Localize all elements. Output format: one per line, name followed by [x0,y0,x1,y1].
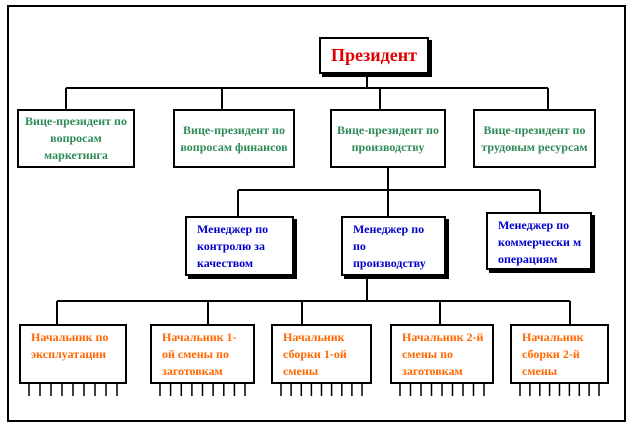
manager-commercial-label: Менеджер по коммерчески м операциям [498,218,582,266]
vp-marketing-label: Вице-президент по вопросам маркетинга [25,114,127,162]
chief-assembly2-label: Начальник сборки 2-й смены [522,330,584,378]
manager-quality-label: Менеджер по контролю за качеством [197,222,269,270]
chief-operation-label: Начальник по эксплуатации [31,330,109,361]
chief-shift2-blanks-box: Начальник 2-й смены по заготовкам [390,324,494,384]
manager-production-label: Менеджер по по производству [353,222,426,270]
diagram-frame [7,5,626,422]
vp-finance-box: Вице-президент по вопросам финансов [173,109,295,168]
chief-assembly2-box: Начальник сборки 2-й смены [510,324,609,384]
vp-marketing-box: Вице-президент по вопросам маркетинга [17,109,135,168]
chief-shift1-blanks-box: Начальник 1-ой смены по заготовкам [150,324,255,384]
vp-production-label: Вице-президент по производству [337,122,439,154]
president-label: Президент [331,45,417,65]
vp-hr-box: Вице-президент по трудовым ресурсам [473,109,596,168]
chief-assembly1-label: Начальник сборки 1-ой смены [283,330,347,378]
chief-shift2-blanks-label: Начальник 2-й смены по заготовкам [402,330,484,378]
vp-hr-label: Вице-президент по трудовым ресурсам [481,122,588,154]
chief-operation-box: Начальник по эксплуатации [19,324,127,384]
manager-commercial-box: Менеджер по коммерчески м операциям [486,212,592,270]
chief-assembly1-box: Начальник сборки 1-ой смены [271,324,372,384]
manager-production-box: Менеджер по по производству [341,216,446,276]
president-box: Президент [319,37,429,74]
vp-production-box: Вице-президент по производству [330,109,446,168]
vp-finance-label: Вице-президент по вопросам финансов [180,122,288,154]
chief-shift1-blanks-label: Начальник 1-ой смены по заготовкам [162,330,237,378]
manager-quality-box: Менеджер по контролю за качеством [185,216,294,276]
